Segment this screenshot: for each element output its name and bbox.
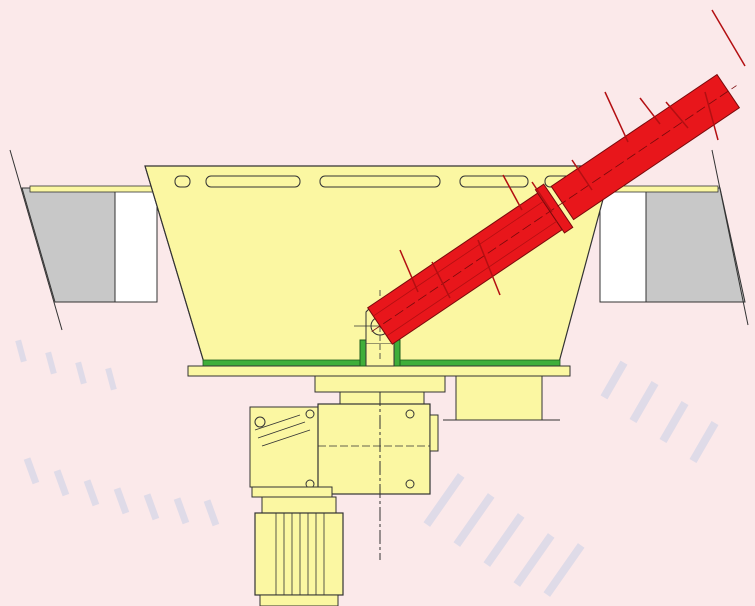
agitator-arm [367,73,741,345]
bottom-flange [187,365,571,377]
left-wall-block [9,149,196,331]
right-wall-block [599,149,749,326]
electric-motor [254,496,344,606]
watermark-pattern [15,339,719,597]
hopper-slots [174,175,586,188]
gearbox-mount [314,375,446,407]
discharge-chute [443,375,560,421]
gearbox [249,403,439,498]
hopper-body [144,165,613,367]
spring-tines [399,9,746,299]
